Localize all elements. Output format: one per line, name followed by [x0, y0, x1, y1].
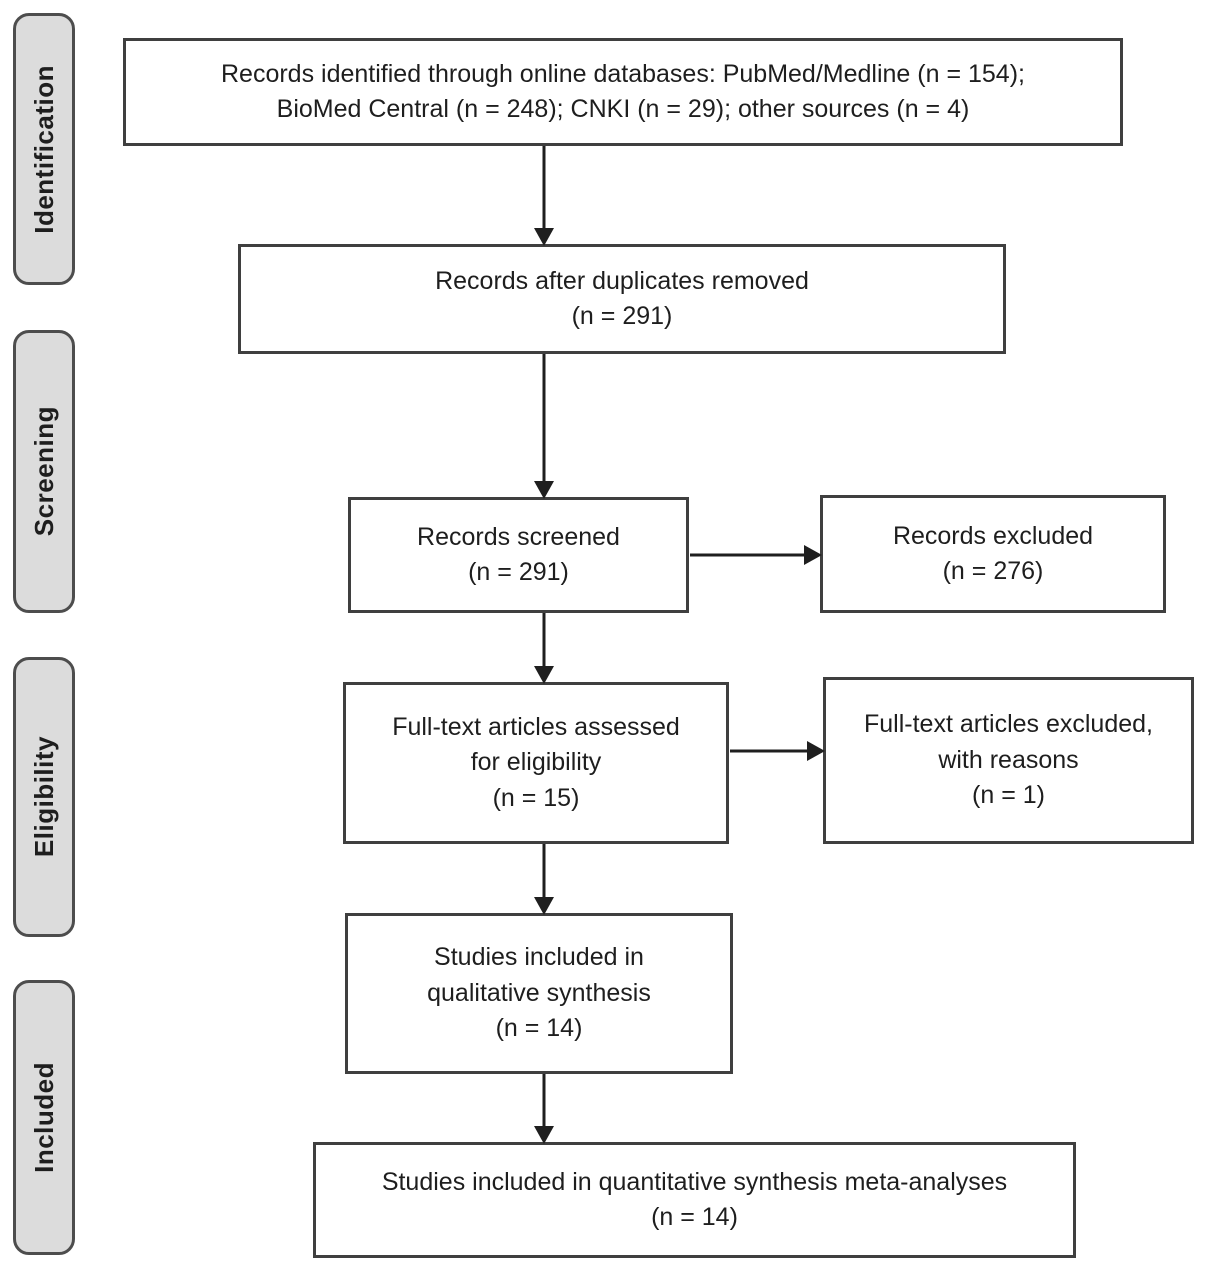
arrow-fulltext-to-qualitative-icon [534, 844, 554, 915]
box-records-screened: Records screened (n = 291) [348, 497, 689, 613]
phase-label-eligibility-text: Eligibility [28, 736, 59, 858]
phase-label-identification: Identification [13, 13, 75, 285]
phase-label-eligibility: Eligibility [13, 657, 75, 937]
arrow-fulltext-to-fulltext-excluded-icon [730, 741, 825, 761]
phase-label-included: Included [13, 980, 75, 1255]
arrow-qualitative-to-quantitative-icon [534, 1074, 554, 1144]
box-records-excluded: Records excluded (n = 276) [820, 495, 1166, 613]
box-quantitative-synthesis: Studies included in quantitative synthes… [313, 1142, 1076, 1258]
box-records-identified: Records identified through online databa… [123, 38, 1123, 146]
arrow-identified-to-deduplicated-icon [534, 146, 554, 246]
arrow-deduplicated-to-screened-icon [534, 354, 554, 499]
box-fulltext-excluded: Full-text articles excluded, with reason… [823, 677, 1194, 844]
phase-label-screening: Screening [13, 330, 75, 613]
box-fulltext-assessed: Full-text articles assessed for eligibil… [343, 682, 729, 844]
box-qualitative-synthesis: Studies included in qualitative synthesi… [345, 913, 733, 1074]
arrow-screened-to-fulltext-icon [534, 613, 554, 684]
box-records-after-duplicates-removed: Records after duplicates removed (n = 29… [238, 244, 1006, 354]
arrow-screened-to-records-excluded-icon [690, 545, 822, 565]
phase-label-identification-text: Identification [28, 64, 59, 234]
phase-label-included-text: Included [28, 1062, 59, 1173]
phase-label-screening-text: Screening [28, 406, 59, 537]
